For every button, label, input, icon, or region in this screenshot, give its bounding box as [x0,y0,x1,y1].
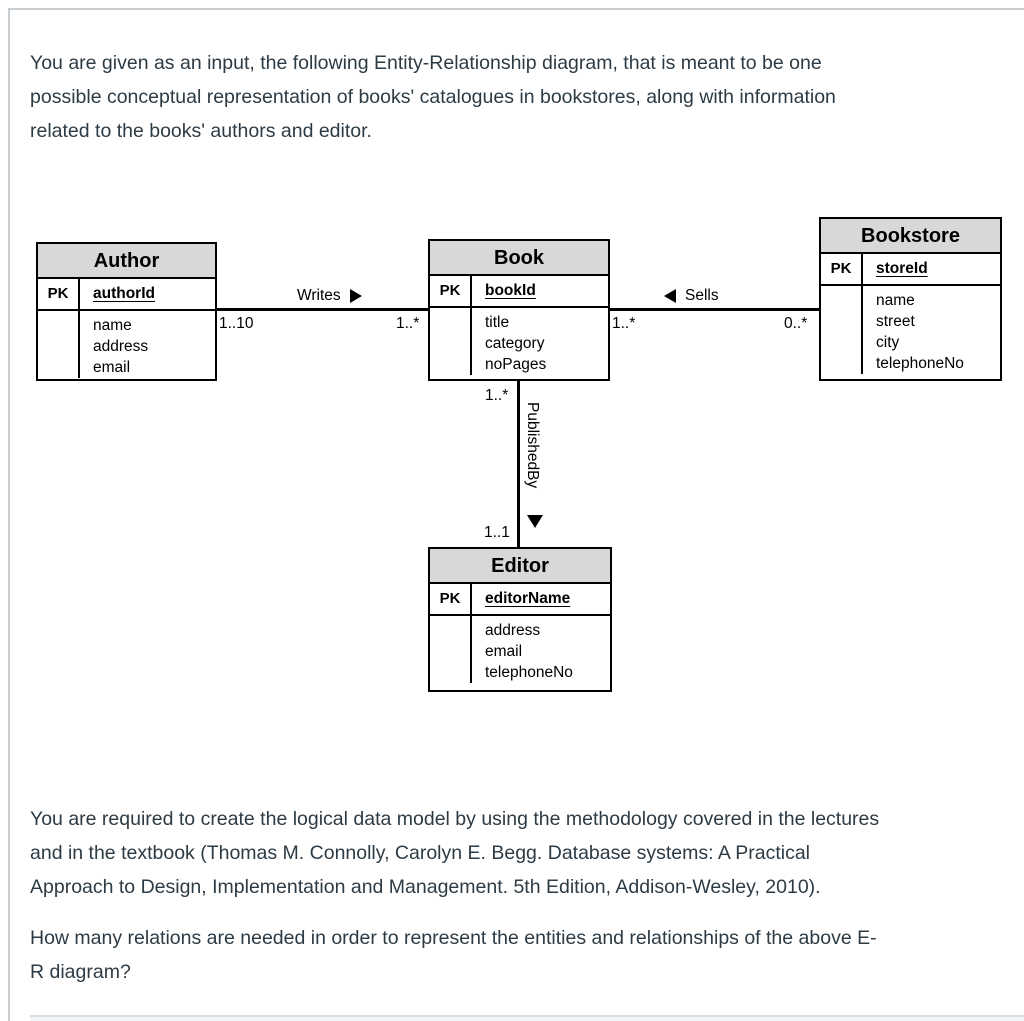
entity-editor-title: Editor [430,549,610,584]
pk-label: PK [430,276,472,306]
pk-empty-cell [38,311,80,378]
relationship-line-sells [608,308,821,311]
relationship-line-writes [215,308,430,311]
relationship-line-publishedby [517,379,520,549]
sells-label-text: Sells [685,287,719,304]
attribute: email [485,643,523,660]
entity-author-attributes: name address email [80,311,215,378]
arrow-down-icon [527,515,543,528]
entity-bookstore: Bookstore PK storeId name street city te… [819,217,1002,381]
entity-author-attribute-row: name address email [38,311,215,378]
entity-bookstore-attribute-row: name street city telephoneNo [821,286,1000,374]
entity-author-title: Author [38,244,215,279]
pk-label: PK [38,279,80,309]
entity-book-title: Book [430,241,608,276]
writes-label-text: Writes [297,287,341,304]
attribute: city [876,334,900,351]
attribute: noPages [485,356,547,373]
requirement-line: and in the textbook (Thomas M. Connolly,… [30,842,811,864]
entity-editor-primary-key: editorName [485,590,571,607]
entity-bookstore-pk-row: PK storeId [821,254,1000,286]
attribute: address [485,622,541,639]
entity-author: Author PK authorId name address email [36,242,217,381]
question-line: R diagram? [30,961,131,983]
arrow-left-icon [664,289,676,303]
multiplicity-sells-book: 1..* [612,315,636,332]
multiplicity-sells-bookstore: 0..* [784,315,808,332]
attribute: telephoneNo [876,355,964,372]
attribute: category [485,335,545,352]
publishedby-relationship-label: PublishedBy [524,402,541,489]
entity-editor-attribute-row: address email telephoneNo [430,616,610,683]
intro-line: You are given as an input, the following… [30,52,822,74]
attribute: name [876,292,915,309]
intro-line: possible conceptual representation of bo… [30,86,836,108]
writes-relationship-label: Writes [297,286,362,306]
attribute: address [93,338,149,355]
sells-relationship-label: Sells [664,286,719,306]
pk-label: PK [430,584,472,614]
entity-bookstore-attributes: name street city telephoneNo [863,286,1000,374]
multiplicity-publishedby-editor: 1..1 [484,524,510,541]
entity-book-primary-key: bookId [485,282,536,299]
requirement-line: You are required to create the logical d… [30,808,880,830]
bottom-divider-shadow [30,1017,1024,1021]
attribute: title [485,314,510,331]
pk-empty-cell [821,286,863,374]
entity-author-primary-key: authorId [93,285,155,302]
bottom-divider [30,1015,1024,1017]
entity-editor: Editor PK editorName address email telep… [428,547,612,692]
multiplicity-writes-author: 1..10 [219,315,254,332]
entity-bookstore-title: Bookstore [821,219,1000,254]
entity-editor-pk-row: PK editorName [430,584,610,616]
multiplicity-writes-book: 1..* [396,315,420,332]
pk-label: PK [821,254,863,284]
pk-empty-cell [430,308,472,375]
entity-book-attribute-row: title category noPages [430,308,608,375]
entity-book: Book PK bookId title category noPages [428,239,610,381]
arrow-right-icon [349,289,362,303]
attribute: name [93,317,132,334]
entity-book-pk-row: PK bookId [430,276,608,308]
intro-line: related to the books' authors and editor… [30,120,372,142]
entity-author-pk-row: PK authorId [38,279,215,311]
requirement-line: Approach to Design, Implementation and M… [30,876,821,898]
intro-paragraph: You are given as an input, the following… [30,46,995,148]
pk-empty-cell [430,616,472,683]
attribute: street [876,313,915,330]
attribute: telephoneNo [485,664,573,681]
entity-editor-attributes: address email telephoneNo [472,616,610,683]
attribute: email [93,359,131,376]
entity-bookstore-primary-key: storeId [876,260,928,277]
requirement-paragraph: You are required to create the logical d… [30,802,995,904]
multiplicity-publishedby-book: 1..* [485,387,509,404]
entity-book-attributes: title category noPages [472,308,608,375]
question-line: How many relations are needed in order t… [30,927,877,949]
question-paragraph: How many relations are needed in order t… [30,921,995,989]
